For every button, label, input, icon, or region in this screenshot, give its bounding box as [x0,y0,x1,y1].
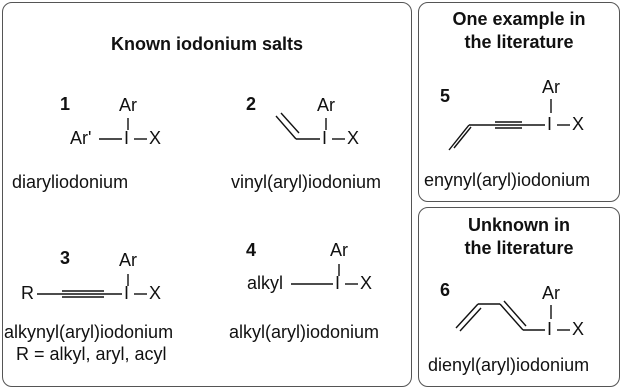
compound-5-atom-ar: Ar [542,77,560,97]
compound-4-number: 4 [246,240,257,260]
compound-1-number: 1 [60,94,71,114]
compound-4-bonds [291,264,358,285]
compound-1-bonds [99,118,147,140]
known-panel-title: Known iodonium salts [111,34,303,54]
unknown-title-line2: the literature [464,238,574,258]
one-example-panel [418,2,620,202]
compound-3-atom-r: R [21,283,34,303]
compound-1-atom-ar: Ar [119,95,137,115]
compound-2-atom-ar: Ar [317,95,335,115]
compound-5-atom-i: I [547,114,553,134]
compound-6-atom-i: I [547,319,553,339]
compound-3-r-note: R = alkyl, aryl, acyl [16,344,167,364]
compound-2-atom-x: X [347,128,360,148]
compound-5-name: enynyl(aryl)iodonium [424,170,591,190]
compound-5-bonds [448,99,570,151]
compound-3-atom-ar: Ar [119,250,137,270]
compound-1-atom-x: X [149,128,162,148]
one-example-title-line1: One example in [452,9,586,29]
compound-1-name: diaryliodonium [12,172,129,192]
compound-5-atom-x: X [572,114,585,134]
compound-6-atom-x: X [572,319,585,339]
compound-5-number: 5 [440,86,451,106]
one-example-title-line2: the literature [464,32,574,52]
compound-2-name: vinyl(aryl)iodonium [231,172,382,192]
compound-6-number: 6 [440,280,451,300]
compound-4-name: alkyl(aryl)iodonium [229,322,380,342]
compound-6-atom-ar: Ar [542,283,560,303]
known-salts-panel [2,2,412,387]
compound-1-atom-ar-prime: Ar' [70,128,92,148]
compound-3-number: 3 [60,248,71,268]
unknown-panel [418,207,620,387]
compound-1-atom-i: I [124,128,130,148]
compound-4-atom-x: X [360,273,373,293]
compound-2-atom-i: I [322,128,328,148]
compound-6-bonds [455,300,570,332]
compound-4-atom-i: I [335,273,341,293]
compound-4-atom-alkyl: alkyl [247,273,284,293]
compound-2-bonds [275,112,345,140]
unknown-title-line1: Unknown in [468,215,570,235]
compound-2-number: 2 [246,94,257,114]
compound-3-atom-x: X [149,283,162,303]
compound-3-atom-i: I [124,283,130,303]
compound-3-name: alkynyl(aryl)iodonium [4,322,174,342]
compound-6-name: dienyl(aryl)iodonium [428,355,590,375]
compound-4-atom-ar: Ar [330,240,348,260]
compound-3-bonds [37,274,147,298]
